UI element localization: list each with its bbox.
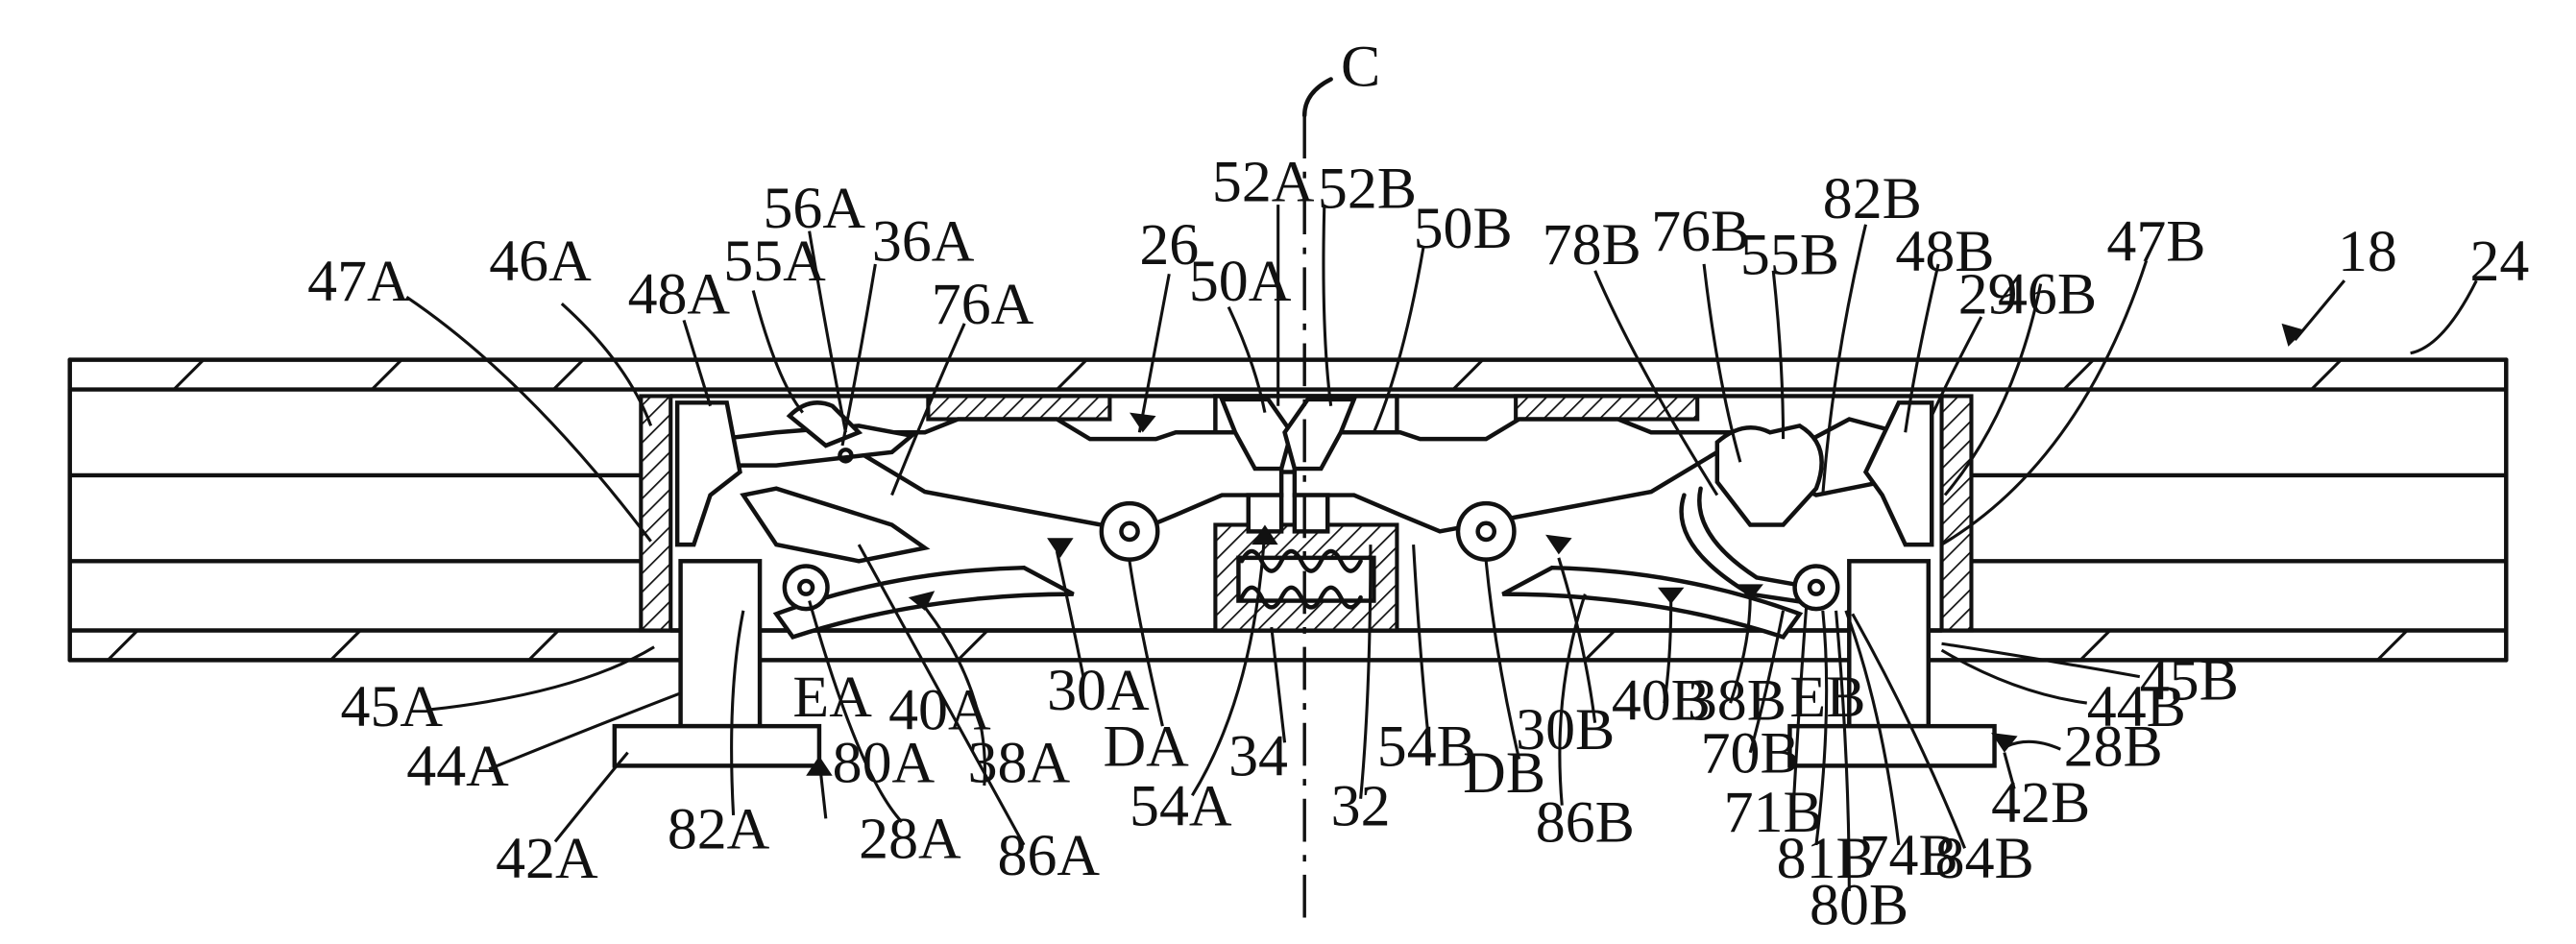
label-42A: 42A <box>496 826 598 891</box>
label-55A: 55A <box>723 229 826 294</box>
label-70B: 70B <box>1701 720 1800 786</box>
label-38A: 38A <box>968 731 1071 796</box>
label-47A: 47A <box>307 249 410 314</box>
label-50A: 50A <box>1189 249 1292 314</box>
label-EA: EA <box>792 665 872 730</box>
label-45A: 45A <box>341 674 444 739</box>
label-18: 18 <box>2338 219 2397 284</box>
label-52B: 52B <box>1318 157 1417 222</box>
label-30B: 30B <box>1516 697 1615 762</box>
label-DA: DA <box>1104 714 1190 779</box>
label-28A: 28A <box>859 807 961 872</box>
label-36A: 36A <box>872 209 975 275</box>
label-45B: 45B <box>2140 648 2239 714</box>
label-46A: 46A <box>489 229 592 294</box>
label-52A: 52A <box>1212 150 1315 215</box>
label-EB: EB <box>1789 665 1865 730</box>
label-86A: 86A <box>998 823 1101 888</box>
label-50B: 50B <box>1414 196 1513 261</box>
label-54A: 54A <box>1130 773 1232 838</box>
label-24: 24 <box>2469 229 2529 294</box>
label-76B: 76B <box>1651 199 1750 264</box>
label-46B: 46B <box>1998 262 2097 327</box>
label-82A: 82A <box>668 796 770 861</box>
label-47B: 47B <box>2106 209 2205 275</box>
label-84B: 84B <box>1935 826 2034 891</box>
label-86B: 86B <box>1536 789 1635 855</box>
label-78B: 78B <box>1543 212 1641 278</box>
label-34: 34 <box>1228 724 1288 789</box>
label-48A: 48A <box>628 262 731 327</box>
label-44A: 44A <box>406 734 509 799</box>
label-32: 32 <box>1331 773 1391 838</box>
label-55B: 55B <box>1740 222 1839 287</box>
label-42B: 42B <box>1991 770 2090 835</box>
label-54B: 54B <box>1377 714 1476 779</box>
label-76A: 76A <box>932 272 1034 337</box>
label-C: C <box>1341 34 1380 99</box>
